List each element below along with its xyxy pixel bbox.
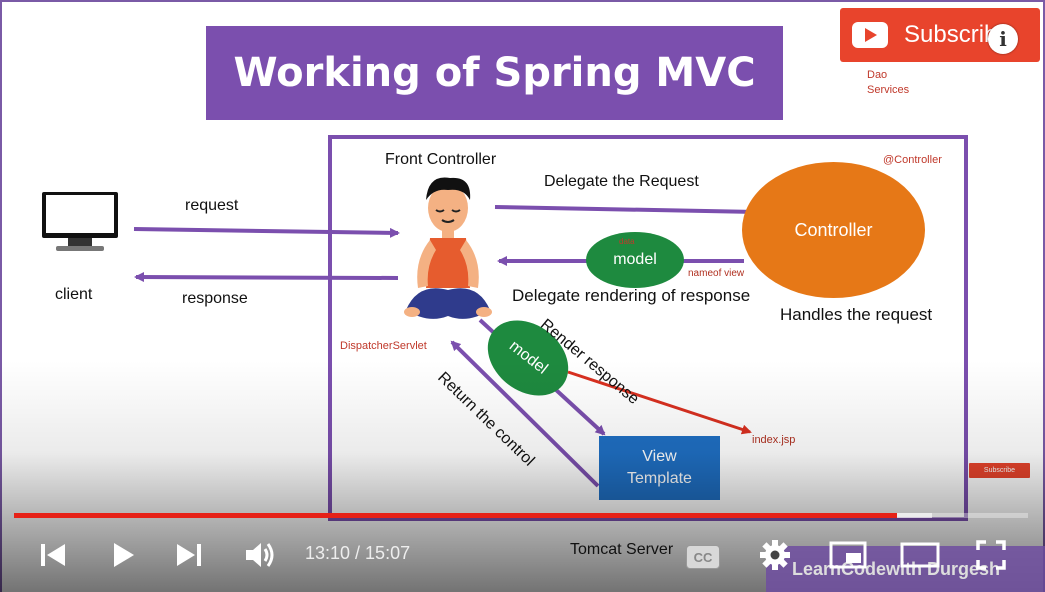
nameof-view-label: nameof view bbox=[688, 268, 745, 279]
data-label: data bbox=[619, 237, 635, 246]
template-label: Template bbox=[627, 470, 692, 487]
dao-services-note: Dao Services bbox=[867, 68, 909, 98]
index-jsp-label: index.jsp bbox=[752, 434, 796, 446]
play-icon[interactable] bbox=[110, 540, 136, 570]
model-node: model bbox=[586, 232, 684, 288]
controller-label: Controller bbox=[794, 219, 873, 240]
model-label-2: model bbox=[505, 337, 551, 378]
response-arrow bbox=[134, 272, 399, 283]
delegate-request-label: Delegate the Request bbox=[544, 173, 699, 190]
controller-node: Controller bbox=[742, 162, 925, 298]
fullscreen-icon[interactable] bbox=[975, 539, 1007, 571]
info-icon[interactable]: i bbox=[988, 24, 1018, 54]
slide-title: Working of Spring MVC bbox=[233, 50, 756, 96]
client-label: client bbox=[55, 286, 93, 303]
controller-annotation: @Controller bbox=[883, 154, 942, 166]
view-label: View bbox=[642, 448, 677, 465]
tomcat-server-label: Tomcat Server bbox=[570, 541, 674, 558]
time-display: 13:10 / 15:07 bbox=[305, 543, 411, 563]
dao-label: Dao bbox=[867, 69, 888, 81]
progress-bar[interactable] bbox=[14, 513, 1028, 518]
monitor-icon bbox=[42, 192, 118, 251]
index-jsp-arrow bbox=[567, 370, 752, 435]
settings-icon[interactable] bbox=[759, 539, 791, 571]
watermark-text: LearnCodewith Durgesh bbox=[792, 558, 1001, 579]
model-label: model bbox=[613, 251, 657, 268]
front-controller-label: Front Controller bbox=[385, 151, 497, 168]
services-label: Services bbox=[867, 84, 910, 96]
small-subscribe-label: Subscribe bbox=[983, 467, 1016, 474]
delegate-request-arrow bbox=[494, 205, 759, 217]
response-label: response bbox=[182, 290, 248, 307]
volume-icon[interactable] bbox=[243, 539, 277, 571]
miniplayer-icon[interactable] bbox=[829, 541, 867, 569]
request-label: request bbox=[185, 197, 239, 214]
theater-icon[interactable] bbox=[900, 542, 940, 568]
slide-title-banner: Working of Spring MVC bbox=[206, 26, 783, 120]
dispatcher-character-icon bbox=[404, 177, 492, 319]
progress-played bbox=[14, 513, 898, 518]
handles-request-label: Handles the request bbox=[780, 305, 933, 324]
dispatcher-servlet-label: DispatcherServlet bbox=[340, 340, 427, 352]
delegate-rendering-label: Delegate rendering of response bbox=[512, 286, 751, 305]
subscribe-watermark-button[interactable]: Subscribe bbox=[969, 463, 1030, 478]
youtube-play-icon bbox=[852, 22, 888, 48]
request-arrow bbox=[133, 227, 400, 238]
view-template-node: View Template bbox=[599, 436, 720, 500]
next-icon[interactable] bbox=[174, 541, 204, 569]
previous-icon[interactable] bbox=[38, 541, 68, 569]
captions-button[interactable]: CC bbox=[686, 545, 720, 569]
